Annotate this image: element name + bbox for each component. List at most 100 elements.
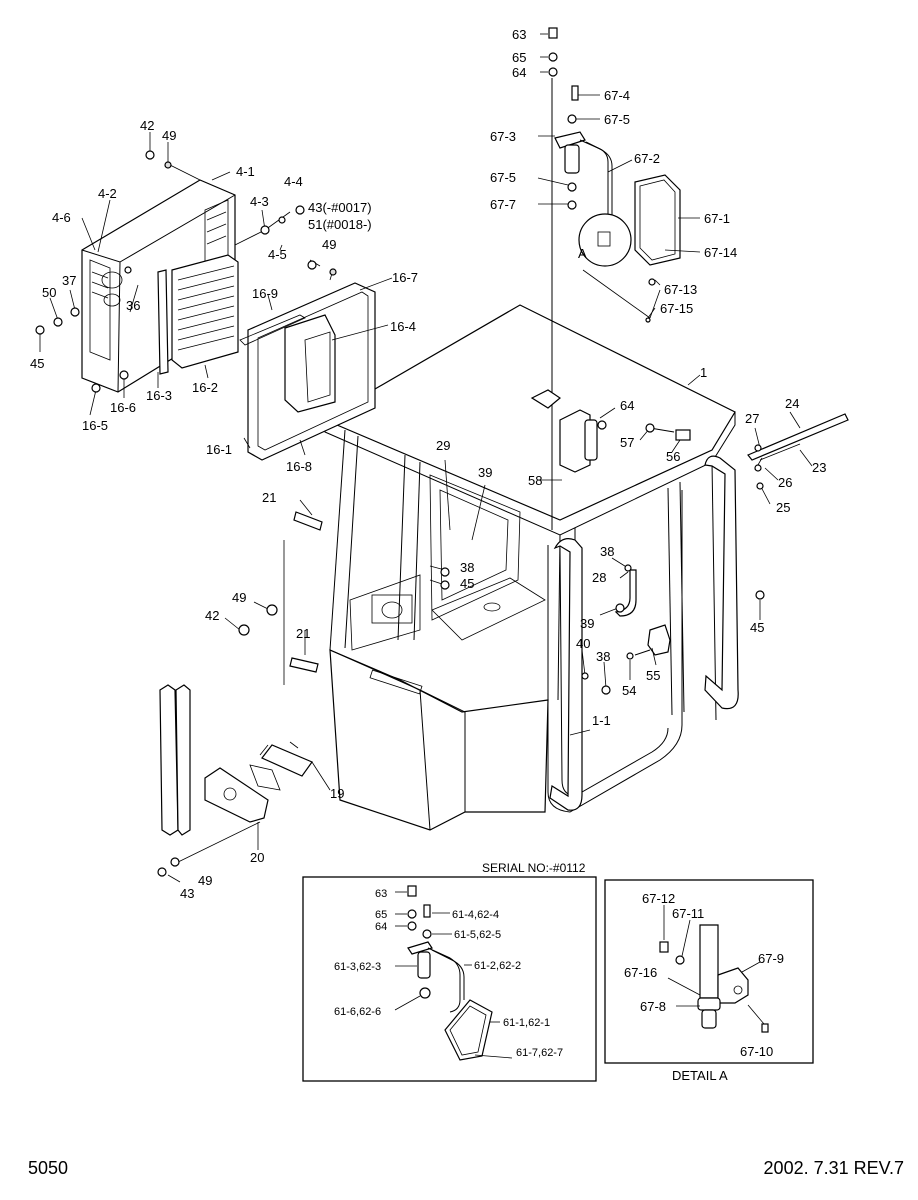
inset-label: 67-16 [624, 965, 657, 980]
label: 4-6 [52, 210, 71, 225]
inset-label: 63 [375, 888, 387, 900]
label: 39 [478, 465, 492, 480]
label: 28 [592, 570, 606, 585]
inset-label: 61-5,62-5 [454, 929, 501, 941]
label: 67-2 [634, 151, 660, 166]
label: 55 [646, 668, 660, 683]
label: 67-5 [604, 112, 630, 127]
label: 58 [528, 473, 542, 488]
label: 37 [62, 273, 76, 288]
label: 50 [42, 285, 56, 300]
label: 67-13 [664, 282, 697, 297]
rail-left [159, 684, 191, 836]
inset-label: 67-9 [758, 951, 784, 966]
label: 4-2 [98, 186, 117, 201]
label: A [578, 246, 587, 261]
label: 1-1 [592, 713, 611, 728]
label: 38 [600, 544, 614, 559]
label: 1 [700, 365, 707, 380]
label: 49 [162, 128, 176, 143]
label: 36 [126, 298, 140, 313]
inset-label: 64 [375, 921, 387, 933]
filter-bar [157, 269, 169, 375]
label: 21 [296, 626, 310, 641]
label: 19 [330, 786, 344, 801]
label: 51(#0018-) [308, 217, 372, 232]
handrail-right [704, 455, 739, 710]
inset-label: 67-11 [672, 906, 704, 921]
label: 25 [776, 500, 790, 515]
label: 67-1 [704, 211, 730, 226]
label: 42 [140, 118, 154, 133]
inset-label: 61-6,62-6 [334, 1006, 381, 1018]
label: 63 [512, 27, 526, 42]
label: 43(-#0017) [308, 200, 372, 215]
label: 49 [322, 237, 336, 252]
inset-label: 67-8 [640, 999, 666, 1014]
inset-label: 67-12 [642, 891, 675, 906]
label: 67-4 [604, 88, 630, 103]
main-labels: 63 65 64 67-4 67-5 67-3 67-2 67-5 67-7 6… [30, 27, 826, 901]
label: 16-1 [206, 442, 232, 457]
label: 38 [460, 560, 474, 575]
wiper-23 [747, 413, 849, 471]
inset-label: 65 [375, 909, 387, 921]
label: 54 [622, 683, 636, 698]
label: 21 [262, 490, 276, 505]
filter-element [171, 254, 239, 369]
label: 49 [198, 873, 212, 888]
inset-label: 61-1,62-1 [503, 1017, 550, 1029]
label: 16-4 [390, 319, 416, 334]
label: 42 [205, 608, 219, 623]
page-number: 5050 [28, 1158, 69, 1178]
label: 24 [785, 396, 799, 411]
label: 4-4 [284, 174, 303, 189]
label: 4-3 [250, 194, 269, 209]
part-21-upper [293, 511, 323, 531]
label: 67-15 [660, 301, 693, 316]
label: 16-3 [146, 388, 172, 403]
label: 64 [512, 65, 526, 80]
fasteners [35, 27, 765, 877]
label: 67-14 [704, 245, 737, 260]
handrail-door [549, 538, 583, 811]
label: 64 [620, 398, 634, 413]
label: 23 [812, 460, 826, 475]
pin-28 [614, 569, 637, 617]
inset-serial-title: SERIAL NO:-#0112 [482, 861, 586, 875]
label: 67-3 [490, 129, 516, 144]
label: 38 [596, 649, 610, 664]
inset-label: 61-2,62-2 [474, 960, 521, 972]
label: 20 [250, 850, 264, 865]
inset-label: 61-3,62-3 [334, 961, 381, 973]
part-21-lower [289, 657, 319, 673]
label: 27 [745, 411, 759, 426]
label: 16-7 [392, 270, 418, 285]
label: 67-7 [490, 197, 516, 212]
inset-label: 67-10 [740, 1044, 773, 1059]
label: 16-6 [110, 400, 136, 415]
bracket-20 [204, 764, 281, 823]
label: 57 [620, 435, 634, 450]
label: 43 [180, 886, 194, 901]
label: 26 [778, 475, 792, 490]
label: 16-5 [82, 418, 108, 433]
revision-date: 2002. 7.31 REV.7 [763, 1158, 904, 1178]
plate-19 [261, 744, 313, 777]
label: 29 [436, 438, 450, 453]
label: 16-2 [192, 380, 218, 395]
bracket-58 [530, 389, 598, 473]
filter-cover-plate [239, 282, 376, 461]
door-hinge-55 [634, 624, 671, 656]
cab-body [323, 304, 736, 831]
label: 56 [666, 449, 680, 464]
label: 16-8 [286, 459, 312, 474]
label: 4-1 [236, 164, 255, 179]
label: 45 [30, 356, 44, 371]
label: 16-9 [252, 286, 278, 301]
mirror-assembly [551, 78, 681, 530]
inset-detail-a: 67-12 67-11 67-9 67-16 67-8 67-10 DETAIL… [604, 879, 814, 1083]
inset-label: 61-7,62-7 [516, 1047, 563, 1059]
label: 49 [232, 590, 246, 605]
